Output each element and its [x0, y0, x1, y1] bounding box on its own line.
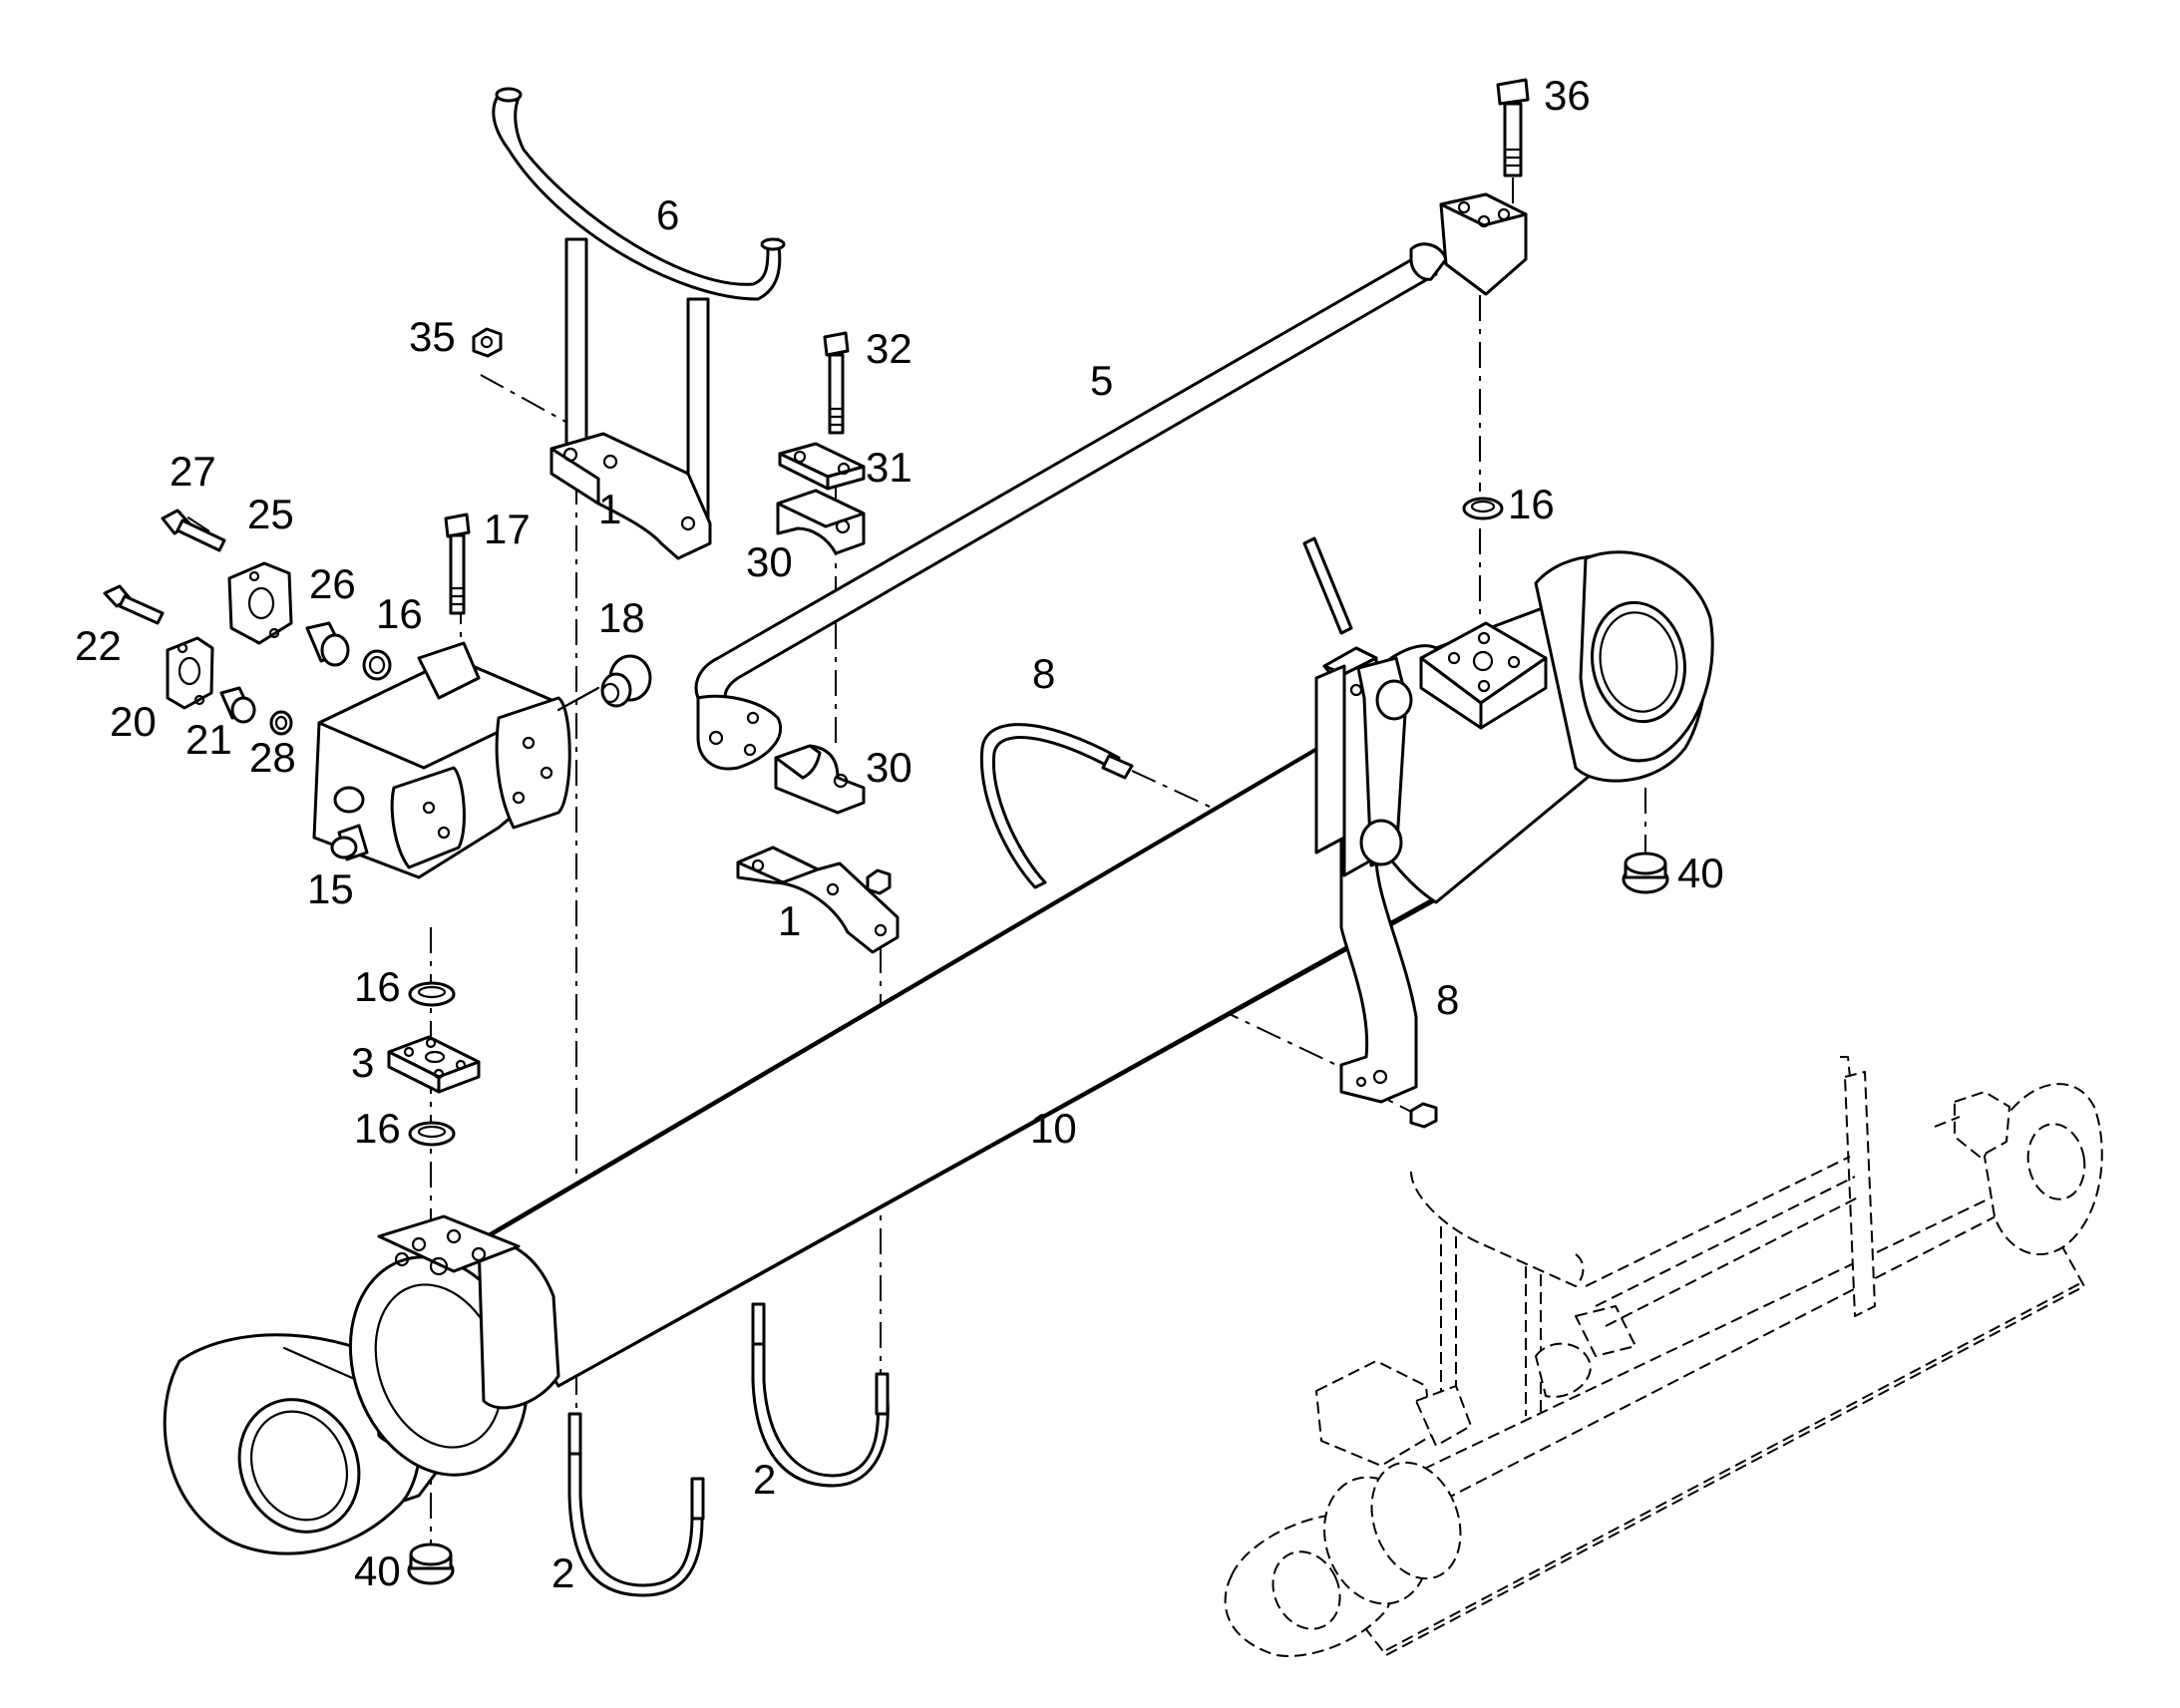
callout-15: 15: [307, 865, 354, 912]
bolt: [1496, 78, 1530, 177]
callout-3: 3: [351, 1039, 374, 1086]
callout-20: 20: [110, 698, 157, 745]
callout-16: 16: [1508, 481, 1555, 527]
o-ring: [408, 981, 456, 1007]
flange: [227, 561, 293, 645]
callout-35: 35: [409, 313, 456, 360]
flange: [166, 636, 214, 710]
callout-30: 30: [746, 538, 793, 585]
callout-31: 31: [866, 444, 912, 491]
adapter-plate: [387, 1035, 481, 1094]
u-bolt: [567, 1412, 705, 1597]
callout-27: 27: [170, 448, 216, 495]
fitting: [219, 686, 256, 724]
callout-40: 40: [354, 1547, 401, 1594]
callout-18: 18: [598, 594, 645, 641]
callout-30: 30: [866, 744, 912, 791]
callout-8: 8: [1032, 650, 1055, 697]
sensor-holder: [1302, 536, 1418, 1104]
callout-1: 1: [778, 897, 801, 944]
o-ring: [269, 710, 293, 736]
grease-cap: [407, 1542, 455, 1585]
callout-25: 25: [247, 491, 294, 537]
callout-labels: 36 6 35 32 5 31 1 30 16 27 25 17 26 16 1…: [75, 72, 1724, 1596]
assembled-view: [1224, 1056, 2103, 1657]
callout-2: 2: [551, 1549, 574, 1596]
callout-32: 32: [866, 325, 912, 372]
callout-21: 21: [185, 716, 232, 763]
valve-block: [312, 641, 571, 879]
nut: [472, 327, 503, 358]
callout-40: 40: [1677, 850, 1724, 896]
clamp-half: [774, 744, 866, 815]
callout-36: 36: [1544, 72, 1591, 119]
o-ring: [362, 649, 392, 681]
pipe: [694, 192, 1528, 771]
callout-16: 16: [376, 590, 423, 637]
fitting: [305, 621, 350, 667]
callout-16: 16: [354, 1105, 401, 1152]
hose-bracket: [492, 87, 786, 560]
callout-6: 6: [656, 191, 679, 238]
callout-22: 22: [75, 622, 122, 669]
o-ring: [408, 1121, 456, 1147]
bolt: [823, 331, 850, 435]
callout-8: 8: [1436, 976, 1459, 1023]
bolt: [103, 584, 165, 625]
hydraulic-cylinder: [163, 550, 1714, 1555]
plug: [556, 654, 652, 712]
callout-5: 5: [1090, 357, 1113, 404]
clamp-bracket: [736, 846, 900, 954]
callout-28: 28: [249, 734, 296, 781]
callout-17: 17: [484, 506, 531, 552]
callout-10: 10: [1030, 1105, 1077, 1152]
bolt: [444, 512, 471, 615]
bolt: [161, 509, 226, 552]
u-bolt: [751, 1302, 890, 1488]
callout-2: 2: [753, 1456, 776, 1503]
clamp-half: [776, 489, 866, 555]
callout-16: 16: [354, 963, 401, 1010]
callout-26: 26: [309, 560, 356, 607]
sensor-cable: [979, 723, 1134, 889]
grease-cap: [1622, 852, 1669, 894]
callout-1: 1: [598, 486, 621, 532]
